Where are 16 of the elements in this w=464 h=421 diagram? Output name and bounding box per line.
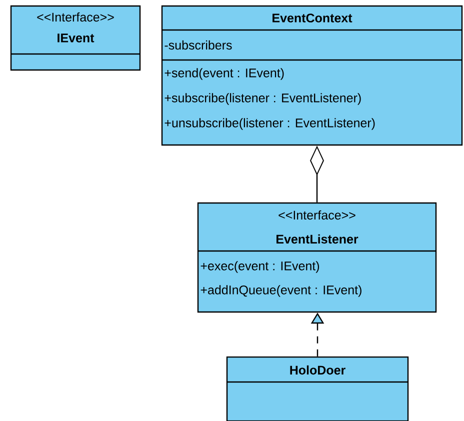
operation-text: +subscribe(listener : EventListener) [164, 93, 361, 105]
stereotype-label: <<Interface>> [37, 12, 114, 22]
class-name: EventListener [276, 234, 358, 244]
class-box [226, 356, 409, 421]
class-name: IEvent [58, 34, 94, 42]
attribute-text: -subscribers [164, 40, 232, 50]
class-box [161, 5, 463, 146]
class-box [10, 5, 141, 71]
operation-text: +exec(event : IEvent) [200, 261, 320, 273]
stereotype-label: <<Interface>> [278, 210, 356, 220]
class-name: EventContext [272, 14, 352, 22]
class-name: HoloDoer [290, 365, 346, 375]
class-box [197, 202, 437, 313]
operation-text: +addInQueue(event : IEvent) [200, 285, 362, 297]
operation-text: +unsubscribe(listener : EventListener) [164, 118, 375, 130]
operation-text: +send(event : IEvent) [164, 68, 284, 80]
